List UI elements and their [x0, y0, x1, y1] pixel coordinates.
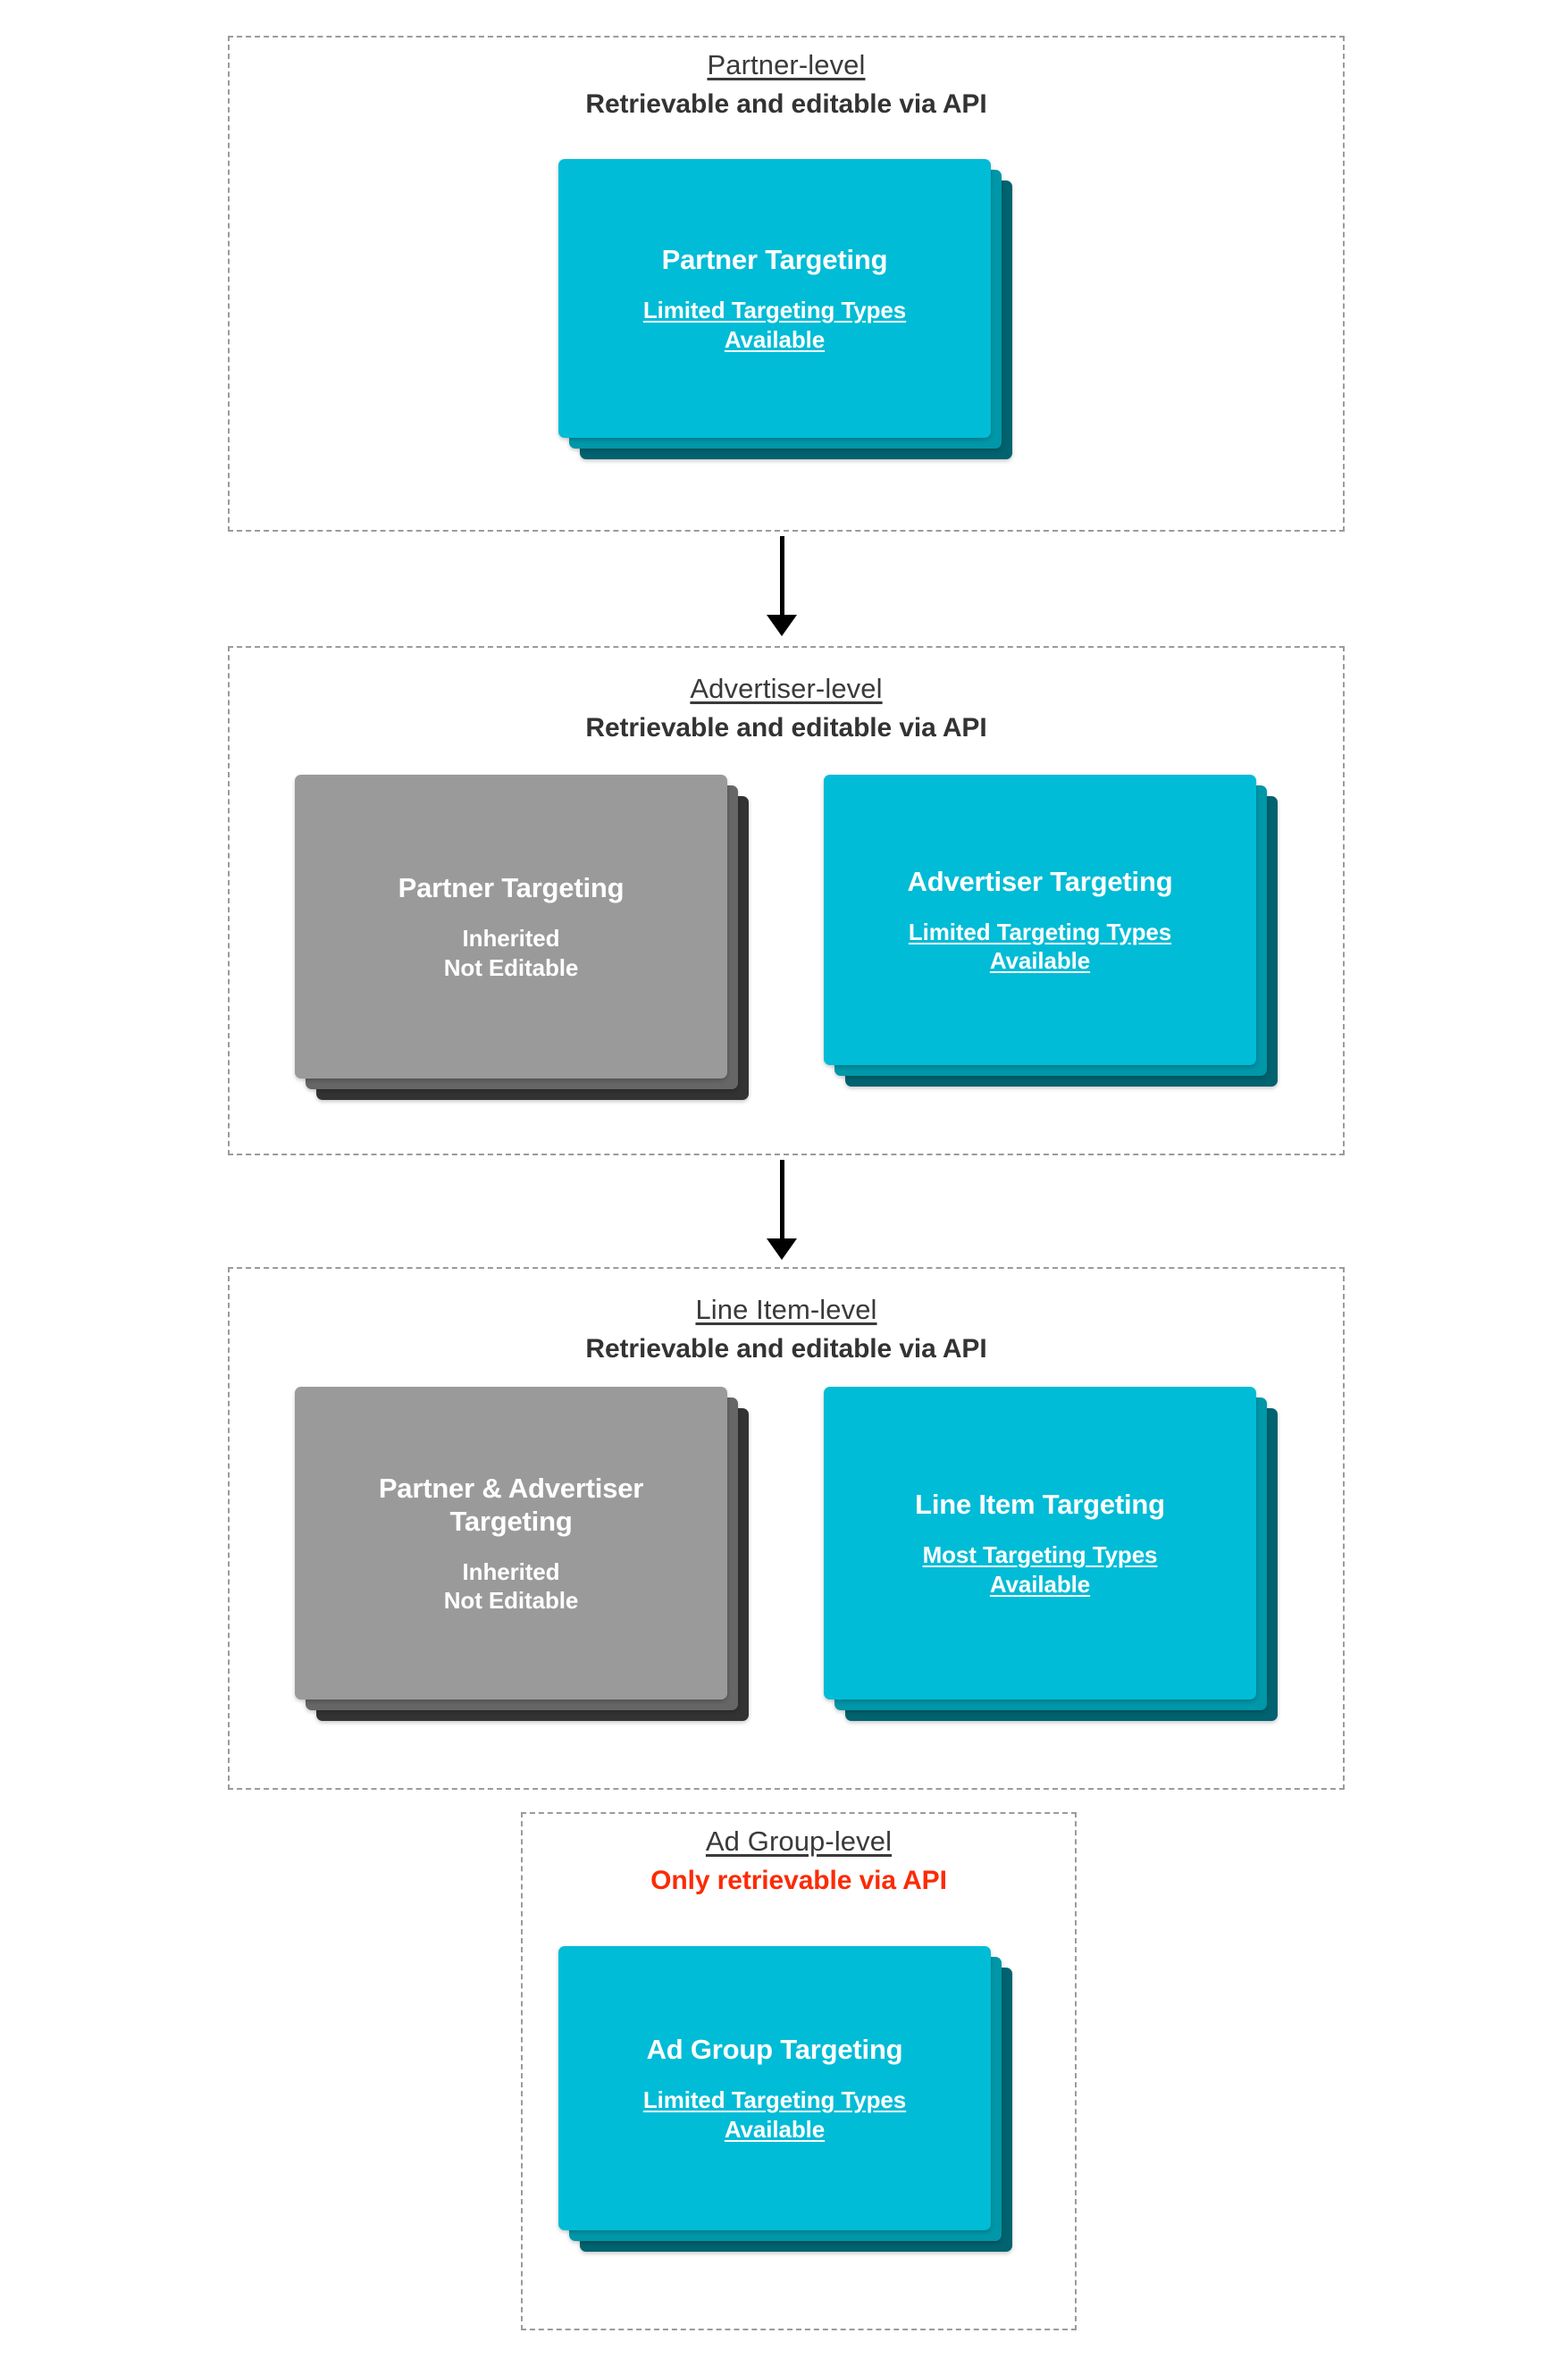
level-heading-partner: Partner-level Retrievable and editable v…: [228, 49, 1345, 120]
level-title-line-item: Line Item-level: [695, 1294, 877, 1325]
arrow-shaft: [779, 536, 784, 618]
card-content-ad-group-targeting: Ad Group Targeting Limited Targeting Typ…: [558, 1946, 991, 2230]
card-subtitle: Limited Targeting Types Available: [908, 918, 1172, 975]
card-subtitle: Inherited Not Editable: [443, 1557, 579, 1615]
card-stack-line-item-inherited[interactable]: Partner & Advertiser Targeting Inherited…: [295, 1387, 768, 1744]
arrow-head-icon: [767, 615, 797, 636]
card-title: Partner & Advertiser Targeting: [378, 1472, 644, 1537]
card-layer-front: [295, 1387, 727, 1700]
arrow-head-icon: [767, 1238, 797, 1260]
card-title: Ad Group Targeting: [646, 2034, 903, 2066]
card-layer-front: [824, 775, 1256, 1065]
card-subtitle: Limited Targeting Types Available: [642, 297, 907, 353]
arrow-shaft: [779, 1160, 784, 1242]
level-container-partner: [228, 36, 1345, 532]
card-layer-front: [824, 1387, 1256, 1700]
card-subtitle: Inherited Not Editable: [443, 925, 579, 981]
card-content-advertiser-targeting: Advertiser Targeting Limited Targeting T…: [824, 775, 1256, 1065]
connector-advertiser-to-line-item: [764, 1160, 800, 1260]
card-content-line-item-targeting: Line Item Targeting Most Targeting Types…: [824, 1387, 1256, 1700]
card-stack-advertiser-targeting[interactable]: Advertiser Targeting Limited Targeting T…: [824, 775, 1297, 1123]
level-heading-advertiser: Advertiser-level Retrievable and editabl…: [228, 673, 1345, 743]
card-stack-ad-group-targeting[interactable]: Ad Group Targeting Limited Targeting Typ…: [558, 1946, 1023, 2277]
card-layer-front: [558, 159, 991, 438]
card-content-line-item-inherited: Partner & Advertiser Targeting Inherited…: [295, 1387, 727, 1700]
card-stack-line-item-targeting[interactable]: Line Item Targeting Most Targeting Types…: [824, 1387, 1297, 1744]
card-title: Partner Targeting: [398, 872, 625, 904]
level-api-note-partner: Retrievable and editable via API: [585, 88, 987, 119]
level-api-note-line-item: Retrievable and editable via API: [585, 1333, 987, 1364]
card-stack-partner-targeting[interactable]: Partner Targeting Limited Targeting Type…: [558, 159, 1023, 481]
card-layer-front: [558, 1946, 991, 2230]
card-title: Advertiser Targeting: [907, 865, 1173, 897]
card-title: Partner Targeting: [661, 244, 888, 276]
connector-partner-to-advertiser: [764, 536, 800, 636]
card-layer-front: [295, 775, 727, 1079]
level-heading-ad-group: Ad Group-level Only retrievable via API: [521, 1826, 1077, 1896]
card-title: Line Item Targeting: [915, 1489, 1165, 1521]
level-container-line-item: [228, 1267, 1345, 1790]
level-title-partner: Partner-level: [707, 49, 866, 80]
level-title-ad-group: Ad Group-level: [705, 1826, 893, 1857]
level-container-ad-group: [521, 1812, 1077, 2330]
card-content-advertiser-inherited-partner: Partner Targeting Inherited Not Editable: [295, 775, 727, 1079]
card-content-partner-targeting: Partner Targeting Limited Targeting Type…: [558, 159, 991, 438]
level-api-note-ad-group: Only retrievable via API: [650, 1865, 947, 1895]
level-heading-line-item: Line Item-level Retrievable and editable…: [228, 1294, 1345, 1364]
level-container-advertiser: [228, 646, 1345, 1155]
level-api-note-advertiser: Retrievable and editable via API: [585, 712, 987, 743]
card-subtitle: Limited Targeting Types Available: [642, 2086, 907, 2143]
level-title-advertiser: Advertiser-level: [690, 673, 883, 704]
card-stack-advertiser-inherited-partner[interactable]: Partner Targeting Inherited Not Editable: [295, 775, 768, 1123]
card-subtitle: Most Targeting Types Available: [922, 1541, 1158, 1598]
